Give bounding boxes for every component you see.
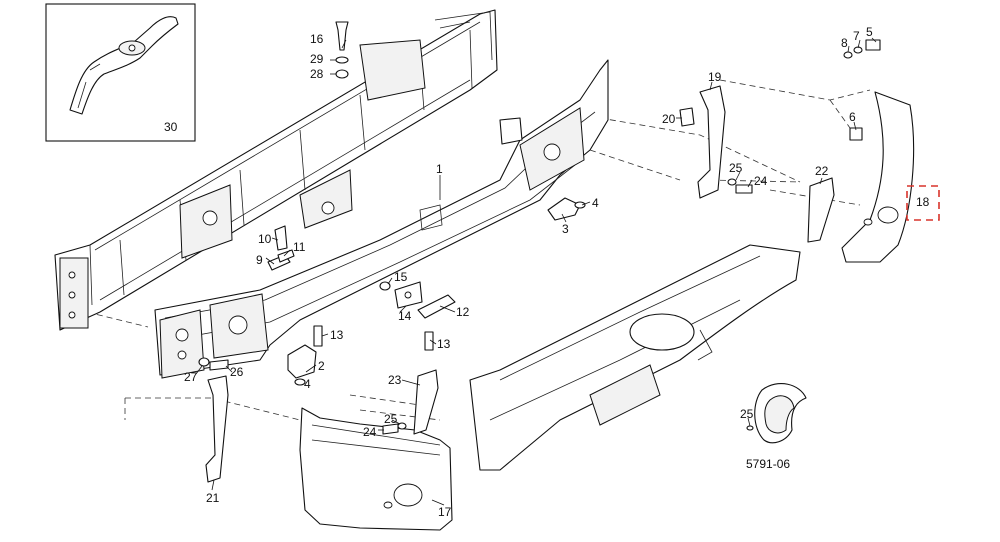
rear-frame-crossmember[interactable] [54,9,498,331]
detail-sketch-25[interactable] [754,383,807,444]
callout-13-left[interactable]: 13 [330,328,344,342]
part-24-bolt-right[interactable] [735,184,753,194]
callout-26[interactable]: 26 [230,365,244,379]
callout-6[interactable]: 6 [849,110,856,124]
callout-25-left[interactable]: 25 [384,412,398,426]
part-29-washer[interactable] [335,56,349,64]
part-25-washer-left[interactable] [397,422,407,430]
callout-22[interactable]: 22 [815,164,829,178]
callout-24-left[interactable]: 24 [363,425,377,439]
part-5-bolt[interactable] [865,39,881,51]
part-2-bracket[interactable] [287,344,317,379]
callout-8[interactable]: 8 [841,36,848,50]
part-23-bracket[interactable] [413,369,439,435]
part-10-clip[interactable] [274,225,288,251]
callout-20[interactable]: 20 [662,112,676,126]
callout-4-upper[interactable]: 4 [592,196,599,210]
part-26-bolt[interactable] [209,359,229,371]
callout-12[interactable]: 12 [456,305,470,319]
callout-7[interactable]: 7 [853,29,860,43]
callout-3[interactable]: 3 [562,222,569,236]
callout-27[interactable]: 27 [184,370,198,384]
callout-9[interactable]: 9 [256,253,263,267]
callout-16[interactable]: 16 [310,32,324,46]
rear-bumper-cover[interactable] [469,244,801,471]
part-8-nut[interactable] [843,51,853,59]
highlight-frame-part-18 [906,185,940,221]
part-3-bracket[interactable] [547,197,581,221]
part-22-bracket[interactable] [807,177,835,243]
part-19-bracket[interactable] [697,85,726,199]
part-1-bumper-beam[interactable] [154,59,609,379]
callout-14[interactable]: 14 [398,309,412,323]
callout-24-right[interactable]: 24 [754,174,768,188]
part-14-bracket[interactable] [394,281,423,309]
callout-2[interactable]: 2 [318,359,325,373]
callout-1[interactable]: 1 [436,162,443,176]
part-24-bolt-left[interactable] [382,423,399,435]
callout-23[interactable]: 23 [388,373,402,387]
part-16-pin[interactable] [335,21,349,51]
callout-5[interactable]: 5 [866,25,873,39]
callout-21[interactable]: 21 [206,491,220,505]
callout-30[interactable]: 30 [164,120,178,134]
callout-25-detail[interactable]: 25 [740,407,754,421]
callout-labels: 1 2 3 4 4 5 6 7 8 9 10 11 12 13 13 14 15… [164,25,930,519]
callout-28[interactable]: 28 [310,67,324,81]
callout-10[interactable]: 10 [258,232,272,246]
part-27-washer[interactable] [198,357,210,367]
part-4-fastener-lower[interactable] [294,378,306,386]
part-12-bracket[interactable] [417,294,456,319]
part-13-bolt-left[interactable] [313,325,323,347]
part-13-bolt-right[interactable] [424,331,434,351]
part-11-bolt[interactable] [277,249,295,263]
part-6-nut[interactable] [849,127,863,141]
part-20-clip[interactable] [679,107,695,127]
document-number: 5791-06 [746,457,790,471]
callout-19[interactable]: 19 [708,70,722,84]
callout-18[interactable]: 18 [916,195,930,209]
part-21-bracket[interactable] [205,375,229,483]
part-18-corner-cover-right[interactable] [841,91,915,263]
part-25-washer-detail[interactable] [746,425,754,431]
part-4-fastener-upper[interactable] [574,201,586,209]
callout-25-right[interactable]: 25 [729,161,743,175]
callout-4-lower[interactable]: 4 [304,377,311,391]
callout-15[interactable]: 15 [394,270,408,284]
part-15-bolt[interactable] [379,281,391,291]
inset-box-part-30[interactable] [45,3,196,142]
part-25-washer-right[interactable] [727,178,737,186]
part-28-nut[interactable] [335,69,349,79]
callout-17[interactable]: 17 [438,505,452,519]
part-17-corner-cover-left[interactable] [299,407,453,531]
callout-11[interactable]: 11 [293,240,306,254]
leader-lines [195,37,877,506]
callout-13-right[interactable]: 13 [437,337,451,351]
callout-29[interactable]: 29 [310,52,324,66]
